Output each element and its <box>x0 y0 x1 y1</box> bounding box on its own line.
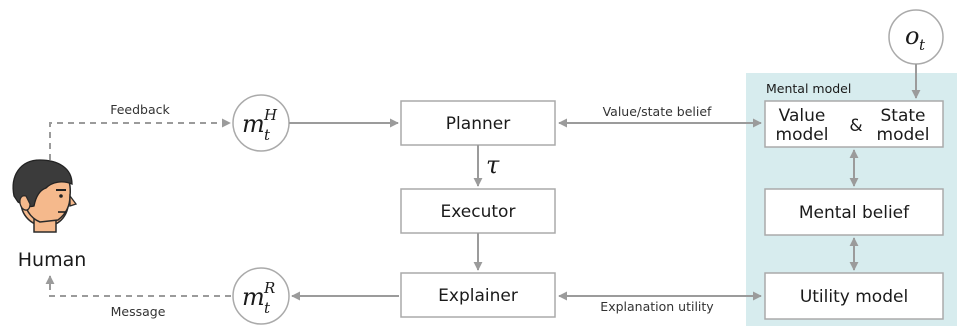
arrow-feedback-dashed <box>49 118 231 160</box>
arrow-message-dashed <box>45 275 231 297</box>
mr-subscript: t <box>264 299 271 317</box>
message-label: Message <box>111 304 166 319</box>
human-label: Human <box>18 249 87 271</box>
value-state-model-box <box>764 100 944 148</box>
mh-symbol: m <box>242 110 265 138</box>
value-state-belief-label: Value/state belief <box>603 104 712 119</box>
utility-model-label: Utility model <box>800 287 908 307</box>
explainer-box <box>400 272 556 318</box>
planner-label: Planner <box>446 114 510 134</box>
feedback-label: Feedback <box>110 102 170 117</box>
ot-symbol: o <box>905 22 919 50</box>
utility-model-box <box>764 272 944 320</box>
mh-superscript: H <box>263 106 278 124</box>
value-model-label-line2: model <box>776 125 829 145</box>
explainer-label: Explainer <box>438 286 518 306</box>
mr-symbol: m <box>242 283 265 311</box>
ampersand-label: & <box>849 116 862 136</box>
ot-subscript: t <box>919 36 926 54</box>
state-model-label-line1: State <box>881 106 926 126</box>
mental-model-title: Mental model <box>766 81 851 96</box>
mr-circle <box>232 267 290 325</box>
tau-label: τ <box>486 151 500 179</box>
state-model-label-line2: model <box>877 125 930 145</box>
mr-superscript: R <box>263 279 275 297</box>
mental-belief-box <box>764 188 944 236</box>
mental-belief-label: Mental belief <box>799 203 910 223</box>
mh-subscript: t <box>264 126 271 144</box>
explanation-utility-label: Explanation utility <box>600 299 714 314</box>
value-model-label-line1: Value <box>779 106 826 126</box>
human-face-icon <box>12 159 78 233</box>
executor-label: Executor <box>441 202 516 222</box>
